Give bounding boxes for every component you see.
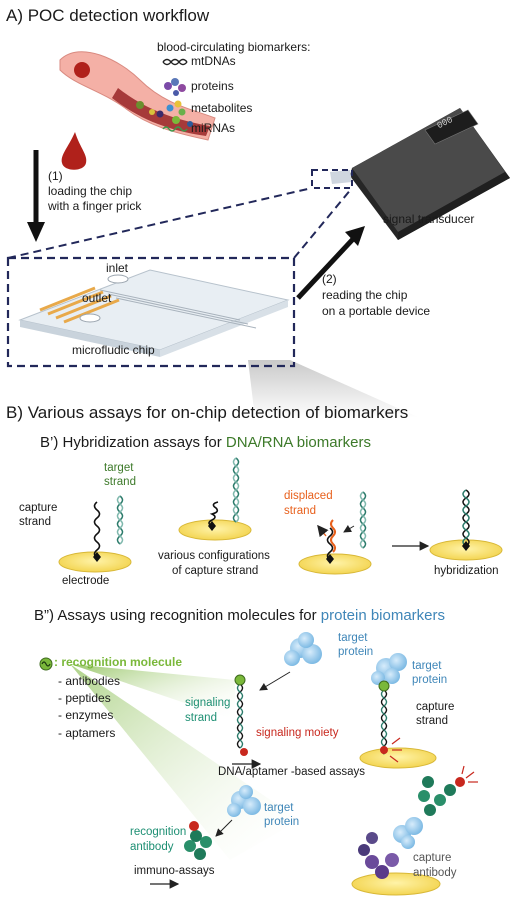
biomarker-mirnas: miRNAs [191, 121, 235, 135]
signal-transducer-label: signal transducer [383, 212, 475, 226]
signal-burst-2 [461, 765, 478, 783]
target-protein-2 [371, 653, 407, 685]
hybridized-duplex [462, 489, 470, 547]
displaced-strand [330, 519, 336, 553]
target-protein-3 [227, 785, 261, 817]
outlet-label: outlet [82, 291, 112, 305]
target-strand-3 [359, 491, 367, 549]
step-1-line-2: with a finger prick [48, 199, 142, 213]
portable-device [330, 108, 510, 240]
target-protein-3-label-2: protein [264, 816, 300, 828]
capture-antibody-label-1: capture [413, 852, 452, 864]
biomarker-metabolites: metabolites [191, 101, 253, 115]
capture-strand-3 [326, 527, 334, 561]
target-protein-4 [393, 817, 423, 849]
signaling-moiety-label: signaling moiety [256, 727, 339, 739]
microfluidic-chip [18, 269, 290, 357]
inlet-label: inlet [106, 261, 129, 275]
section-b-double-title: B”) Assays using recognition molecules f… [34, 607, 445, 624]
signaling-strand-label-1: signaling [185, 697, 231, 709]
recognition-molecule-icon [39, 657, 53, 671]
target-strand-label-1: target [104, 462, 134, 474]
electrode-6 [351, 872, 441, 896]
target-protein-1 [284, 632, 322, 666]
step-2-line-1: reading the chip [322, 288, 408, 302]
hybridization-label: hybridization [434, 565, 499, 577]
list-enzymes: - enzymes [58, 708, 114, 722]
b-double-title-prefix: B”) Assays using recognition molecules f… [34, 607, 321, 624]
target-protein-1-label-1: target [338, 632, 368, 644]
electrode-label: electrode [62, 575, 110, 587]
blood-vessel-illustration [59, 51, 216, 141]
target-protein-3-label-1: target [264, 802, 294, 814]
detection-antibody [418, 776, 465, 816]
signaling-strand [234, 674, 248, 756]
mtdna-icon [162, 58, 188, 66]
step-1-line-1: loading the chip [48, 184, 133, 198]
green-beam-1 [70, 664, 235, 720]
target-strand-2 [232, 457, 240, 523]
signal-burst-1 [389, 737, 402, 763]
displaced-strand-label-1: displaced [284, 490, 333, 502]
b-prime-title-highlight: DNA/RNA biomarkers [225, 434, 371, 451]
mirnas-icon [162, 126, 188, 132]
capture-strand-1 [93, 501, 101, 559]
electrode-5 [359, 747, 437, 769]
device-slot-box [311, 169, 353, 189]
proteins-icon [164, 78, 186, 96]
biomarker-proteins: proteins [191, 79, 234, 93]
capture-strand-b2-label-2: strand [416, 715, 448, 727]
list-antibodies: - antibodies [58, 674, 121, 688]
step-2-line-2: on a portable device [322, 304, 431, 318]
capture-antibody [358, 832, 399, 879]
recognition-molecule-label: : recognition molecule [54, 655, 183, 669]
capture-strand-label-1: capture [19, 502, 58, 514]
capture-antibody-label-2: antibody [413, 867, 457, 879]
recognition-antibody [184, 821, 212, 860]
bound-aptamer [378, 680, 390, 755]
electrode-3 [298, 553, 372, 575]
list-aptamers: - aptamers [58, 726, 116, 740]
chip-label: microfludic chip [72, 343, 155, 357]
list-peptides: - peptides [58, 691, 111, 705]
blood-drop-icon [61, 132, 87, 170]
step-1-number: (1) [48, 169, 63, 183]
section-b-prime-title: B’) Hybridization assays for DNA/RNA bio… [40, 434, 371, 451]
target-protein-2-label-2: protein [412, 674, 448, 686]
biomarkers-heading: blood-circulating biomarkers: [157, 40, 311, 54]
metabolites-icon [166, 100, 186, 116]
target-strand-label-2: strand [104, 476, 136, 488]
capture-strand-label-2: strand [19, 516, 51, 528]
b-double-title-highlight: protein biomarkers [320, 607, 446, 624]
green-beam-2 [70, 664, 300, 860]
configs-label-2: of capture strand [172, 565, 259, 577]
section-a-title: A) POC detection workflow [6, 6, 210, 25]
section-b-title: B) Various assays for on-chip detection … [6, 403, 409, 422]
capture-strand-b2-label-1: capture [416, 701, 455, 713]
target-protein-2-label-1: target [412, 660, 442, 672]
projection-beam [248, 360, 420, 418]
recognition-antibody-label-2: antibody [130, 841, 174, 853]
electrode-2 [178, 519, 252, 541]
b-prime-title-prefix: B’) Hybridization assays for [40, 434, 226, 451]
biomarker-mtdnas: mtDNAs [191, 54, 236, 68]
configs-label-1: various configurations [158, 550, 270, 562]
capture-strand-2 [208, 501, 219, 527]
target-strand-1 [116, 495, 124, 545]
target-protein-1-label-2: protein [338, 646, 374, 658]
arrow-step-2 [296, 236, 356, 300]
recognition-antibody-label-1: recognition [130, 826, 187, 838]
immuno-assays-label: immuno-assays [134, 865, 215, 877]
aptamer-assays-label: DNA/aptamer -based assays [218, 766, 366, 778]
displaced-strand-label-2: strand [284, 505, 316, 517]
chip-zoom-box [6, 256, 296, 368]
step-2-number: (2) [322, 272, 337, 286]
signaling-strand-label-2: strand [185, 712, 217, 724]
